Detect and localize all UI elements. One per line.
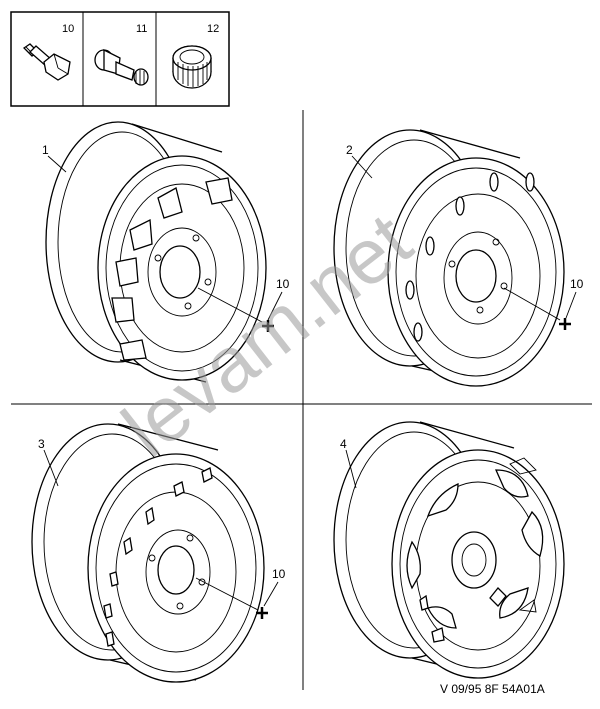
- bolt-position-marker: [256, 607, 268, 619]
- wheel-3-bolt-label: 10: [272, 567, 286, 581]
- parts-box: 10 11 12: [10, 11, 230, 107]
- wheel-3-label: 3: [38, 437, 45, 451]
- part-number-10: 10: [62, 23, 74, 35]
- part-number-11: 11: [136, 23, 147, 35]
- wheel-2: 2 10: [333, 129, 584, 387]
- locking-bolt-icon: [94, 48, 149, 86]
- bolt-position-marker: [559, 318, 571, 330]
- wheel-2-bolt-label: 10: [570, 277, 584, 291]
- steel-wheel-slotted-icon: [333, 129, 565, 387]
- wheel-4-label: 4: [340, 437, 347, 451]
- drawing-reference: V 09/95 8F 54A01A: [440, 682, 545, 696]
- wheel-bolt-icon: [22, 43, 71, 81]
- wheel-1: 1 10: [42, 121, 290, 383]
- wheel-2-label: 2: [346, 143, 353, 157]
- wheel-3: 3 10: [31, 423, 286, 683]
- part-number-12: 12: [207, 23, 219, 35]
- bolt-position-marker: [262, 320, 274, 332]
- wheel-4: 4: [333, 421, 565, 679]
- wheel-with-trim-icon: [333, 421, 565, 679]
- steel-wheel-small-vents-icon: [31, 423, 265, 683]
- wheel-1-bolt-label: 10: [276, 277, 290, 291]
- steel-wheel-trapezoid-vents-icon: [45, 121, 267, 383]
- locking-key-icon: [172, 45, 212, 89]
- wheel-1-label: 1: [42, 143, 49, 157]
